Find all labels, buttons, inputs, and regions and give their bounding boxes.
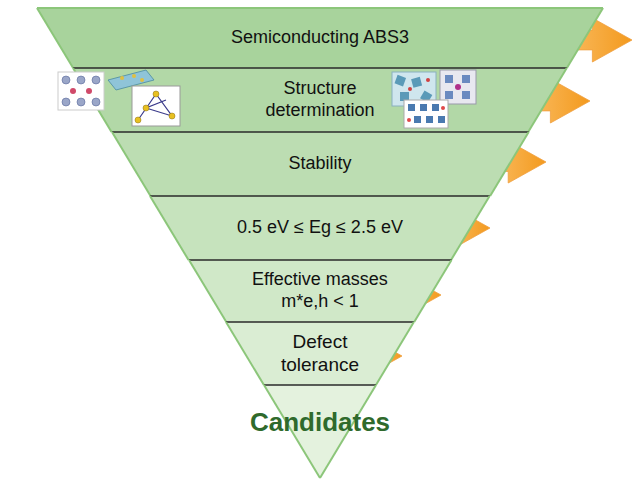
stage-label: 0.5 eV ≤ Eg ≤ 2.5 eV <box>237 217 403 239</box>
funnel-edge <box>451 196 490 260</box>
funnel-edge <box>528 68 567 132</box>
band-fill <box>226 322 414 385</box>
funnel-edge <box>414 260 451 322</box>
band-fill <box>73 68 567 132</box>
funnel-edge <box>37 8 73 68</box>
band-fill <box>37 8 603 68</box>
funnel-edge <box>226 322 264 385</box>
funnel-band: 0.5 eV ≤ Eg ≤ 2.5 eV <box>150 196 490 260</box>
funnel-band: Stability <box>112 132 529 196</box>
funnel-edge <box>112 132 151 196</box>
funnel-band: Candidates <box>264 385 376 478</box>
stage-label: Stability <box>288 153 351 175</box>
band-fill <box>112 132 529 196</box>
funnel-edge <box>73 68 112 132</box>
stage-label: Effective masses m*e,h < 1 <box>240 269 400 312</box>
band-separator <box>112 131 529 133</box>
band-fill <box>189 260 452 322</box>
band-separator <box>150 195 490 197</box>
funnel-edge <box>376 322 414 385</box>
stage-label: Semiconducting ABS3 <box>231 27 409 49</box>
funnel-edge <box>189 260 226 322</box>
band-separator <box>189 259 452 261</box>
band-separator <box>264 384 376 386</box>
band-fill <box>150 196 490 260</box>
band-separator <box>226 321 414 323</box>
band-separator <box>73 67 567 69</box>
funnel-edge <box>567 8 603 68</box>
funnel-edge <box>150 196 189 260</box>
funnel-band: Defect tolerance <box>226 322 414 385</box>
funnel-edge <box>490 132 529 196</box>
result-label: Candidates <box>250 407 390 438</box>
funnel-band: Semiconducting ABS3 <box>37 8 603 68</box>
band-separator <box>37 7 603 9</box>
funnel-band: Effective masses m*e,h < 1 <box>189 260 452 322</box>
stage-label: Structure determination <box>255 78 385 121</box>
funnel-band: Structure determination <box>73 68 567 132</box>
stage-label: Defect tolerance <box>265 331 375 377</box>
